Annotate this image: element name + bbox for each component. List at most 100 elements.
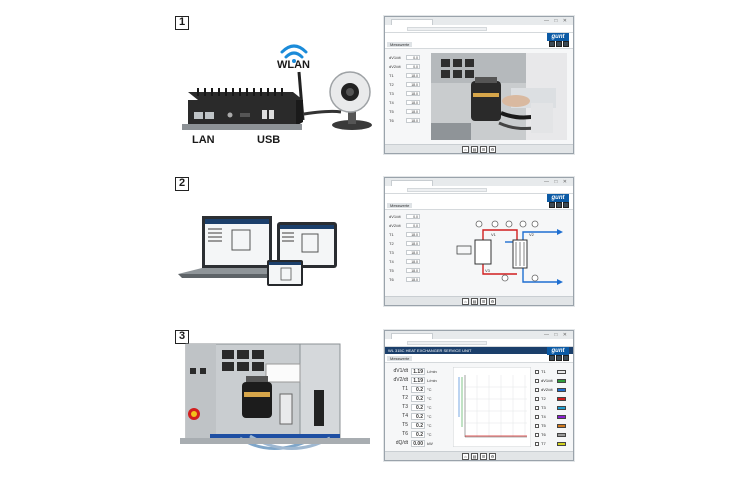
legend-swatch[interactable] <box>557 405 566 410</box>
measurement-value: 18.0 <box>406 250 420 255</box>
legend-swatch[interactable] <box>557 369 566 374</box>
devices-illustration <box>178 216 337 286</box>
value-label: T1 <box>402 386 408 392</box>
legend-swatch[interactable] <box>557 432 566 437</box>
address-bar[interactable] <box>407 188 487 192</box>
measurement-label: dV2/dt <box>389 64 401 69</box>
value-unit: °C <box>427 431 432 437</box>
measurement-value: 18.0 <box>406 259 420 264</box>
legend-swatch[interactable] <box>557 378 566 383</box>
chart-icon[interactable]: ▤ <box>471 453 478 460</box>
legend-checkbox[interactable] <box>535 432 539 437</box>
measurement-label: T1 <box>389 73 394 78</box>
home-icon[interactable]: ⌂ <box>462 146 469 153</box>
diagram-label-v1: V1 <box>491 232 497 237</box>
section-tab[interactable]: Messwerte <box>387 356 413 361</box>
chart-icon[interactable]: ▤ <box>471 298 478 305</box>
legend-item[interactable]: dV2/dt <box>535 387 566 392</box>
chart-icon[interactable]: ▤ <box>471 146 478 153</box>
value-unit: L/min <box>427 377 437 383</box>
legend-checkbox[interactable] <box>535 387 539 392</box>
print-icon[interactable] <box>556 41 562 47</box>
value-display: 0.00 <box>411 439 425 447</box>
section-tab[interactable]: Messwerte <box>387 42 413 47</box>
legend-checkbox[interactable] <box>535 369 539 374</box>
language-icon[interactable] <box>549 355 555 361</box>
legend-item[interactable]: T7 <box>535 441 566 446</box>
legend-item[interactable]: T4 <box>535 414 566 419</box>
value-label: T4 <box>402 413 408 419</box>
settings-icon[interactable]: ⚙ <box>489 298 496 305</box>
legend-checkbox[interactable] <box>535 405 539 410</box>
home-icon[interactable]: ⌂ <box>462 453 469 460</box>
window-controls[interactable]: — □ ✕ <box>544 179 569 185</box>
address-bar[interactable] <box>407 27 487 31</box>
legend-label: T3 <box>541 405 546 410</box>
value-unit: °C <box>427 404 432 410</box>
legend-checkbox[interactable] <box>535 396 539 401</box>
measurement-value: 18.0 <box>406 100 420 105</box>
section-tab[interactable]: Messwerte <box>387 203 413 208</box>
help-icon[interactable] <box>563 41 569 47</box>
legend-label: T1 <box>541 369 546 374</box>
data-icon[interactable]: ☰ <box>480 146 487 153</box>
legend-swatch[interactable] <box>557 441 566 446</box>
measurement-label: T3 <box>389 91 394 96</box>
legend-swatch[interactable] <box>557 396 566 401</box>
legend-item[interactable]: T3 <box>535 405 566 410</box>
window-controls[interactable]: — □ ✕ <box>544 18 569 24</box>
legend-item[interactable]: T6 <box>535 432 566 437</box>
time-chart <box>453 367 531 447</box>
value-unit: °C <box>427 422 432 428</box>
measurement-value: 18.0 <box>406 268 420 273</box>
settings-icon[interactable]: ⚙ <box>489 146 496 153</box>
browser-window-3: — □ ✕ WL 315C HEAT EXCHANGER SERVICE UNI… <box>384 330 574 461</box>
legend-swatch[interactable] <box>557 414 566 419</box>
legend-swatch[interactable] <box>557 423 566 428</box>
legend-checkbox[interactable] <box>535 378 539 383</box>
legend-item[interactable]: dV1/dt <box>535 378 566 383</box>
legend-label: T5 <box>541 423 546 428</box>
language-icon[interactable] <box>549 41 555 47</box>
legend-swatch[interactable] <box>557 387 566 392</box>
window-controls[interactable]: — □ ✕ <box>544 332 569 338</box>
legend-item[interactable]: T5 <box>535 423 566 428</box>
home-icon[interactable]: ⌂ <box>462 298 469 305</box>
measurement-value: 18.0 <box>406 118 420 123</box>
legend-checkbox[interactable] <box>535 441 539 446</box>
legend-item[interactable]: T2 <box>535 396 566 401</box>
legend-label: T6 <box>541 432 546 437</box>
diagram-label-v3: V3 <box>485 268 491 273</box>
measurement-row: dV1/dt 0.0 <box>389 55 420 60</box>
data-icon[interactable]: ☰ <box>480 453 487 460</box>
measurement-label: dV1/dt <box>389 55 401 60</box>
value-display: 0.2 <box>411 430 425 438</box>
print-icon[interactable] <box>556 355 562 361</box>
measurement-label: T6 <box>389 118 394 123</box>
measurement-label: T5 <box>389 268 394 273</box>
heat-exchanger-unit-photo <box>180 343 370 450</box>
legend-checkbox[interactable] <box>535 423 539 428</box>
settings-icon[interactable]: ⚙ <box>489 453 496 460</box>
legend-item[interactable]: T1 <box>535 369 566 374</box>
help-icon[interactable] <box>563 355 569 361</box>
value-label: T6 <box>402 431 408 437</box>
help-icon[interactable] <box>563 202 569 208</box>
data-icon[interactable]: ☰ <box>480 298 487 305</box>
address-bar[interactable] <box>407 341 487 345</box>
print-icon[interactable] <box>556 202 562 208</box>
measurement-value: 0.0 <box>406 55 420 60</box>
measurement-value: 18.0 <box>406 73 420 78</box>
language-icon[interactable] <box>549 202 555 208</box>
diagram-label-v2: V2 <box>529 232 535 237</box>
legend-checkbox[interactable] <box>535 414 539 419</box>
